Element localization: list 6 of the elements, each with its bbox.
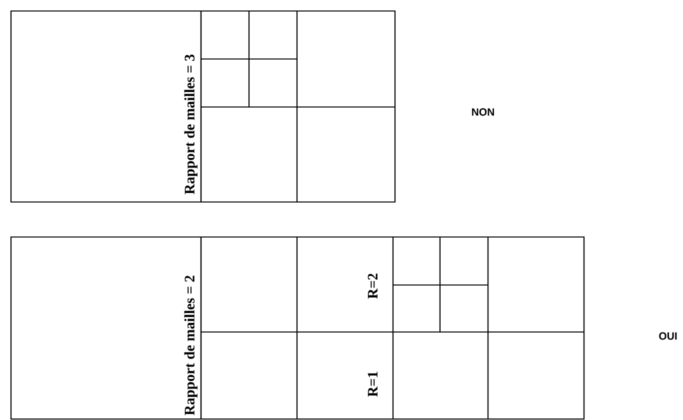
- mesh-box: Rapport de mailles = 2: [10, 236, 202, 420]
- ratio-label: R=2: [368, 274, 378, 299]
- verdict-label: NON: [472, 108, 494, 116]
- ratio-label: R=1: [368, 372, 378, 397]
- mesh-box: Rapport de mailles = 3: [10, 10, 202, 203]
- verdict-label: OUI: [659, 332, 677, 340]
